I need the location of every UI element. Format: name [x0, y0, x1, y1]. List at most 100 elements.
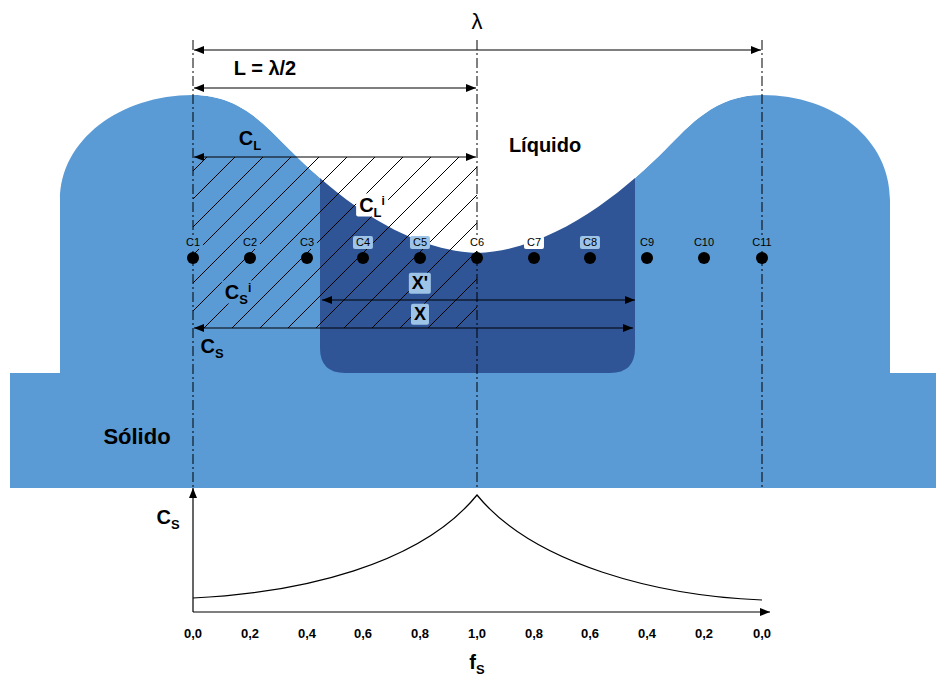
label-holder: 0,8 — [522, 624, 546, 642]
tick-label: 0,2 — [238, 627, 262, 642]
tick-label: 0,2 — [692, 627, 716, 642]
point-dot — [528, 252, 540, 264]
label-holder: X' — [409, 273, 431, 294]
label-holder: C11 — [749, 232, 774, 250]
symbol-subscript: L — [374, 204, 382, 219]
label-holder: 0,0 — [750, 624, 774, 642]
dimension-line — [194, 156, 476, 157]
symbol-base: C — [225, 281, 239, 303]
chart-y-axis — [192, 488, 193, 612]
label-holder: C10 — [691, 232, 717, 250]
dimension-label: CS — [197, 335, 226, 358]
point-label: C1 — [183, 236, 203, 249]
label-holder: L = λ/2 — [231, 57, 299, 80]
symbol-subscript: S — [239, 291, 248, 306]
label-holder: C1 — [183, 232, 203, 250]
chart-x-axis — [193, 611, 770, 612]
tick-label: 0,6 — [351, 627, 375, 642]
point-group — [187, 252, 768, 264]
dimension-line — [194, 87, 476, 88]
label-holder: fS — [466, 651, 487, 674]
point-dot — [187, 252, 199, 264]
tick-label: 0,0 — [750, 627, 774, 642]
symbol-base: f — [469, 651, 476, 673]
symbol-subscript: S — [476, 661, 485, 676]
point-dot — [756, 252, 768, 264]
symbol-base: C — [200, 335, 214, 357]
tick-label: 0,8 — [522, 627, 546, 642]
tick-label: 0,4 — [295, 627, 319, 642]
label-holder: C4 — [353, 232, 373, 250]
symbol-superscript: i — [248, 280, 251, 294]
label-holder: X — [411, 304, 429, 325]
point-label: C11 — [749, 236, 774, 249]
symbol-superscript: i — [382, 193, 385, 207]
point-label: C6 — [467, 236, 487, 249]
tick-label: 0,6 — [578, 627, 602, 642]
symmetry-line — [477, 40, 478, 490]
label-holder: Sólido — [100, 424, 173, 449]
point-dot — [584, 252, 596, 264]
label-holder: 1,0 — [465, 624, 489, 642]
point-label: C2 — [240, 236, 260, 249]
point-label: C3 — [297, 236, 317, 249]
label-holder: 0,4 — [635, 624, 659, 642]
region-label: Sólido — [100, 424, 173, 449]
label-holder: 0,8 — [408, 624, 432, 642]
point-label: C8 — [580, 236, 600, 249]
dimension-label: L = λ/2 — [231, 57, 299, 80]
dimension-label: X' — [409, 273, 431, 294]
symbol-base: C — [156, 506, 170, 528]
point-label: C9 — [637, 236, 657, 249]
dimension-line — [322, 299, 635, 300]
label-holder: 0,2 — [692, 624, 716, 642]
symbol-subscript: L — [253, 137, 261, 152]
point-dot — [641, 252, 653, 264]
symbol-base: C — [359, 194, 373, 216]
label-holder: 0,6 — [351, 624, 375, 642]
label-holder: CL — [236, 127, 264, 150]
label-holder: 0,0 — [181, 624, 205, 642]
label-holder: CS — [197, 335, 226, 358]
label-holder: C7 — [524, 232, 544, 250]
dimension-line — [194, 327, 633, 328]
label-holder: λ — [469, 9, 486, 34]
tick-label: 0,8 — [408, 627, 432, 642]
label-holder: Líquido — [506, 134, 584, 157]
symbol-subscript: S — [171, 516, 180, 531]
symbol-subscript: S — [215, 345, 224, 360]
label-holder: C3 — [297, 232, 317, 250]
tick-label: 0,0 — [181, 627, 205, 642]
interface-label: CSi — [222, 281, 254, 304]
point-dot — [698, 252, 710, 264]
label-holder: CS — [153, 506, 182, 529]
symmetry-line — [762, 40, 763, 490]
tick-label: 1,0 — [465, 627, 489, 642]
axis-label: CS — [153, 506, 182, 529]
point-label: C4 — [353, 236, 373, 249]
point-label: C5 — [410, 236, 430, 249]
point-dot — [301, 252, 313, 264]
label-holder: C9 — [637, 232, 657, 250]
symbol-base: C — [239, 127, 253, 149]
solid-region — [10, 95, 936, 488]
label-holder: 0,6 — [578, 624, 602, 642]
label-holder: CLi — [356, 194, 388, 217]
label-holder: 0,4 — [295, 624, 319, 642]
dimension-label: CL — [236, 127, 264, 150]
dimension-label: λ — [469, 9, 486, 34]
point-dot — [471, 252, 483, 264]
label-holder: C6 — [467, 232, 487, 250]
symmetry-line — [193, 40, 194, 490]
point-label: C10 — [691, 236, 717, 249]
label-holder: C8 — [580, 232, 600, 250]
tick-label: 0,4 — [635, 627, 659, 642]
point-dot — [244, 252, 256, 264]
hatched-volume — [193, 157, 477, 328]
region-label: Líquido — [506, 134, 584, 157]
axis-label: fS — [466, 651, 487, 674]
label-holder: 0,2 — [238, 624, 262, 642]
